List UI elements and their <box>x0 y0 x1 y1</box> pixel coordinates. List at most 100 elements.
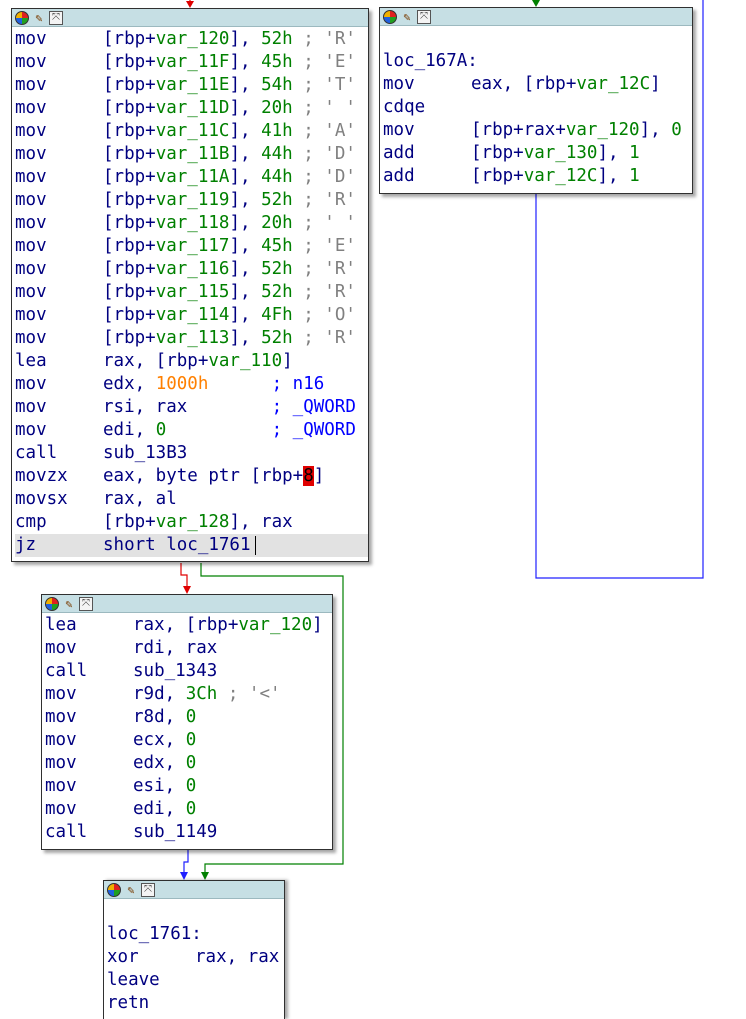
number: 0 <box>155 420 167 440</box>
comment: ; 'D' <box>292 144 356 164</box>
asm-label[interactable]: loc_167A: <box>383 50 692 73</box>
color-palette-icon[interactable] <box>15 10 29 25</box>
mnemonic: mov <box>15 213 47 233</box>
operand: ], rax <box>229 512 293 532</box>
comment: ; 'R' <box>292 29 356 49</box>
jump-target[interactable]: short loc_1761 <box>103 535 251 555</box>
graph-overview-icon[interactable]: ⤧ <box>49 10 63 25</box>
mnemonic: mov <box>45 799 77 819</box>
operand: rax, al <box>103 489 177 509</box>
asm-line[interactable]: mov[rbp+var_119], 52h ; 'R' <box>15 189 368 212</box>
color-palette-icon[interactable] <box>45 596 59 611</box>
asm-line[interactable]: cdqe <box>383 96 692 119</box>
operand: [rbp+rax+ <box>471 120 566 140</box>
edit-pencil-icon[interactable]: ✎ <box>127 882 135 897</box>
asm-line[interactable]: mov[rbp+var_11A], 44h ; 'D' <box>15 166 368 189</box>
asm-line[interactable]: mov[rbp+var_116], 52h ; 'R' <box>15 258 368 281</box>
comment: ; n16 <box>208 374 325 394</box>
asm-line[interactable]: mov[rbp+var_11D], 20h ; ' ' <box>15 97 368 120</box>
edit-pencil-icon[interactable]: ✎ <box>65 596 73 611</box>
operand: esi, <box>133 776 186 796</box>
asm-line[interactable]: add[rbp+var_12C], 1 <box>383 165 692 188</box>
call-target[interactable]: sub_1343 <box>133 661 218 681</box>
graph-overview-icon[interactable]: ⤧ <box>79 596 93 611</box>
edge-true <box>200 563 344 874</box>
mnemonic: call <box>45 661 88 681</box>
mnemonic: mov <box>383 120 415 140</box>
asm-line[interactable]: mov[rbp+var_115], 52h ; 'R' <box>15 281 368 304</box>
asm-line[interactable]: cmp[rbp+var_128], rax <box>15 511 368 534</box>
number: 20h <box>261 213 293 233</box>
asm-line[interactable]: mov[rbp+var_11F], 45h ; 'E' <box>15 51 368 74</box>
comment: ; ' ' <box>292 98 356 118</box>
graph-overview-icon[interactable]: ⤧ <box>141 882 155 897</box>
asm-label[interactable]: loc_1761: <box>107 923 284 946</box>
asm-line[interactable]: mov[rbp+var_114], 4Fh ; 'O' <box>15 304 368 327</box>
block-titlebar[interactable]: ✎ ⤧ <box>104 881 284 899</box>
asm-line[interactable]: mov[rbp+var_11C], 41h ; 'A' <box>15 120 368 143</box>
mnemonic: jz <box>15 535 37 555</box>
operand: ], <box>229 259 262 279</box>
asm-line[interactable]: mov[rbp+var_117], 45h ; 'E' <box>15 235 368 258</box>
call-target[interactable]: sub_1149 <box>133 822 218 842</box>
asm-line[interactable]: mov[rbp+var_113], 52h ; 'R' <box>15 327 368 350</box>
operand: [rbp+ <box>471 166 524 186</box>
number: 52h <box>261 328 293 348</box>
block-titlebar[interactable]: ✎ ⤧ <box>42 595 332 613</box>
variable: var_11A <box>155 167 230 187</box>
color-palette-icon[interactable] <box>107 882 121 897</box>
edit-pencil-icon[interactable]: ✎ <box>403 9 411 24</box>
mnemonic: mov <box>383 74 415 94</box>
asm-line[interactable]: add[rbp+var_130], 1 <box>383 142 692 165</box>
asm-line[interactable]: retn <box>107 992 284 1015</box>
block-titlebar[interactable]: ✎ ⤧ <box>12 9 368 27</box>
asm-line[interactable]: call sub_1343 <box>45 660 332 683</box>
variable: var_12C <box>576 74 651 94</box>
color-palette-icon[interactable] <box>383 9 397 24</box>
operand: ], <box>229 29 262 49</box>
asm-line[interactable]: mov[rbp+rax+var_120], 0 <box>383 119 692 142</box>
edit-pencil-icon[interactable]: ✎ <box>35 10 43 25</box>
asm-line[interactable]: mov[rbp+var_11B], 44h ; 'D' <box>15 143 368 166</box>
asm-line[interactable]: mov[rbp+var_120], 52h ; 'R' <box>15 28 368 51</box>
asm-line-selected[interactable]: jz short loc_1761 <box>15 534 368 557</box>
mnemonic: mov <box>15 167 47 187</box>
asm-line[interactable]: mov[rbp+var_118], 20h ; ' ' <box>15 212 368 235</box>
variable: var_12C <box>523 166 598 186</box>
operand: ], <box>229 305 262 325</box>
comment: ; 'R' <box>292 282 356 302</box>
block-titlebar[interactable]: ✎ ⤧ <box>380 8 692 26</box>
call-target[interactable]: sub_13B3 <box>103 443 188 463</box>
code-block-main[interactable]: ✎ ⤧ mov[rbp+var_120], 52h ; 'R' mov[rbp+… <box>11 8 369 562</box>
text-cursor <box>254 535 256 555</box>
variable: var_128 <box>155 512 230 532</box>
operand: ] <box>312 615 323 635</box>
variable: var_120 <box>238 615 313 635</box>
asm-line[interactable]: mov[rbp+var_11E], 54h ; 'T' <box>15 74 368 97</box>
graph-overview-icon[interactable]: ⤧ <box>417 9 431 24</box>
operand: ], <box>229 167 262 187</box>
asm-line[interactable]: leave <box>107 969 284 992</box>
